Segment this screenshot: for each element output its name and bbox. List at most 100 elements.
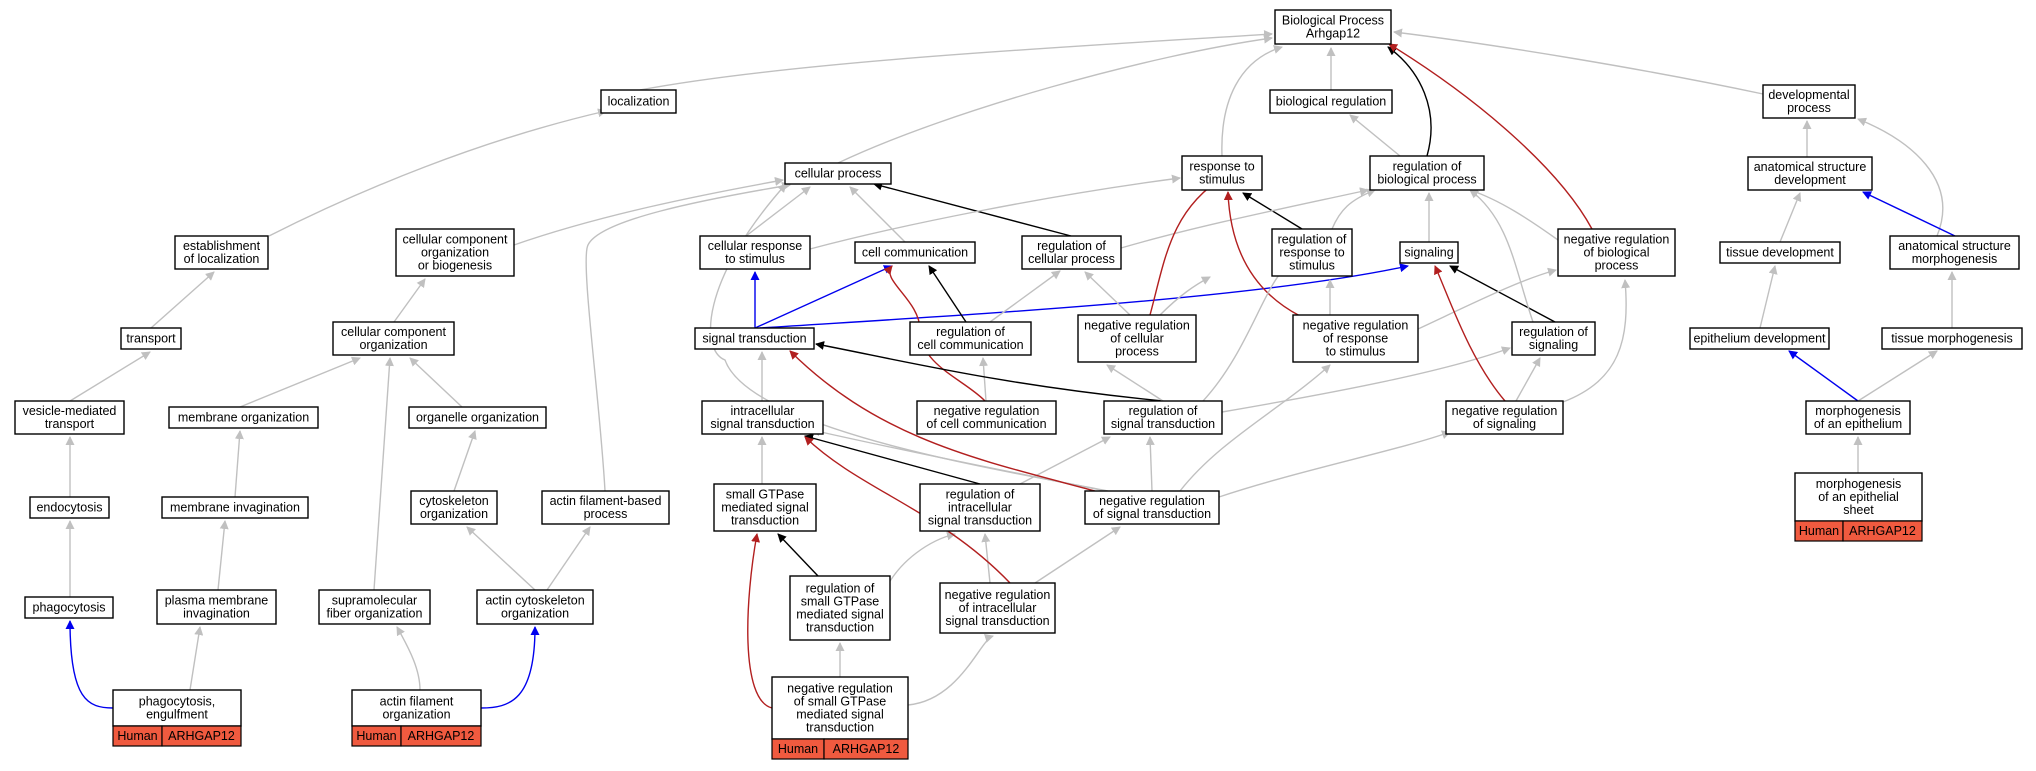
edge-gray-0: [639, 30, 1273, 91]
edge-gray-42: [409, 357, 463, 408]
node-membrane-invagination[interactable]: membrane invagination: [161, 496, 309, 519]
node-tissue-development[interactable]: tissue development: [1719, 241, 1841, 264]
node-box: [24, 596, 114, 619]
node-box: [939, 582, 1056, 634]
node-box: [156, 589, 277, 625]
node-cell-communication[interactable]: cell communication: [854, 241, 976, 264]
node-label-line: phagocytosis,: [139, 695, 215, 709]
node-tissue-morphogenesis[interactable]: tissue morphogenesis: [1881, 327, 2023, 350]
node-cellular-process[interactable]: cellular process: [784, 162, 892, 185]
edge-gray-64: [709, 183, 1109, 492]
node-box: [1445, 400, 1564, 435]
node-endocytosis[interactable]: endocytosis: [29, 496, 110, 519]
node-label-line: negative regulation: [1084, 319, 1190, 333]
node-box: [408, 406, 547, 429]
node-label-line: membrane invagination: [170, 501, 300, 515]
node-membrane-organization[interactable]: membrane organization: [168, 406, 319, 429]
node-signal-transduction[interactable]: signal transduction: [694, 327, 815, 350]
node-biological-regulation[interactable]: biological regulation: [1269, 89, 1393, 114]
node-label-line: intracellular: [731, 404, 795, 418]
svg-text:ARHGAP12: ARHGAP12: [1849, 524, 1916, 538]
edge-black-29: [928, 265, 967, 323]
edge-gray-47: [1106, 364, 1164, 402]
node-transport[interactable]: transport: [120, 327, 182, 350]
edge-gray-14: [809, 174, 1181, 250]
node-organelle-organization[interactable]: organelle organization: [408, 406, 547, 429]
node-label-line: epithelium development: [1693, 332, 1826, 346]
node-label-line: biological regulation: [1276, 95, 1387, 109]
edge-gray-70: [217, 520, 229, 591]
node-box: [1274, 9, 1392, 45]
svg-text:ARHGAP12: ARHGAP12: [408, 729, 475, 743]
node-label-line: anatomical structure: [1898, 239, 2011, 253]
node-box: [1077, 314, 1197, 363]
node-signaling[interactable]: signaling: [1399, 241, 1459, 264]
edge-gray-41: [239, 356, 361, 408]
node-label-line: negative regulation: [934, 404, 1040, 418]
edge-layer: [65, 28, 1957, 709]
node-phagocytosis[interactable]: phagocytosis: [24, 596, 114, 619]
edge-blue-22: [1862, 191, 1956, 237]
node-box: [919, 483, 1041, 532]
node-label-line: fiber organization: [327, 607, 423, 621]
edge-black-13: [873, 181, 1072, 237]
node-label-line: localization: [608, 95, 670, 109]
edge-gray-72: [466, 526, 536, 591]
node-label-line: plasma membrane: [165, 594, 269, 608]
node-label-line: regulation of: [1129, 404, 1198, 418]
node-epithelium-development[interactable]: epithelium development: [1689, 327, 1830, 350]
svg-text:Human: Human: [778, 742, 818, 756]
node-box: [1689, 327, 1830, 350]
node-label-line: development: [1774, 173, 1846, 187]
node-label-line: morphogenesis: [1912, 252, 1997, 266]
node-box: [1747, 156, 1873, 191]
edge-blue-26: [754, 265, 893, 329]
edge-gray-54: [1857, 350, 1938, 402]
edge-gray-85: [907, 634, 994, 706]
node-localization[interactable]: localization: [600, 89, 677, 114]
node-label-line: regulation of: [1519, 325, 1588, 339]
node-box: [318, 589, 431, 625]
edge-gray-30: [989, 270, 1061, 323]
gene-tag: ARHGAP12: [161, 725, 242, 747]
node-label-line: cell communication: [862, 246, 968, 260]
